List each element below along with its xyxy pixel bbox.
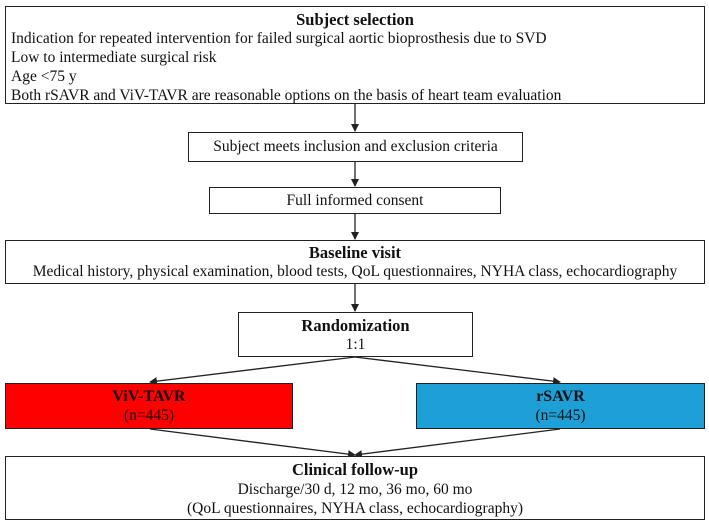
randomization-box: Randomization 1:1 — [238, 312, 473, 357]
clinical-followup-box: Clinical follow-up Discharge/30 d, 12 mo… — [5, 456, 705, 520]
baseline-visit-box: Baseline visit Medical history, physical… — [5, 240, 705, 284]
randomization-title: Randomization — [301, 316, 410, 335]
baseline-visit-details: Medical history, physical examination, b… — [32, 263, 678, 280]
followup-timepoints: Discharge/30 d, 12 mo, 36 mo, 60 mo — [237, 480, 473, 498]
subject-selection-title: Subject selection — [296, 10, 414, 29]
criterion-heart-team: Both rSAVR and ViV-TAVR are reasonable o… — [11, 87, 562, 104]
arrow-viv-to-followup — [149, 428, 356, 459]
rsavr-title: rSAVR — [536, 388, 585, 405]
subject-selection-box: Subject selection Indication for repeate… — [5, 6, 705, 104]
criterion-risk: Low to intermediate surgical risk — [11, 49, 217, 66]
rsavr-arm-box: rSAVR (n=445) — [416, 383, 705, 429]
arrow-randomization-to-viv — [149, 356, 356, 386]
randomization-ratio: 1:1 — [345, 336, 366, 353]
inclusion-exclusion-box: Subject meets inclusion and exclusion cr… — [188, 132, 523, 162]
rsavr-count: (n=445) — [535, 407, 586, 424]
clinical-followup-title: Clinical follow-up — [291, 460, 419, 479]
informed-consent-label: Full informed consent — [286, 192, 424, 209]
viv-tavr-count: (n=445) — [123, 407, 175, 424]
inclusion-exclusion-label: Subject meets inclusion and exclusion cr… — [213, 138, 498, 155]
baseline-visit-title: Baseline visit — [308, 243, 402, 262]
arrow-randomization-to-rsavr — [354, 356, 561, 386]
viv-tavr-title: ViV-TAVR — [112, 388, 186, 405]
viv-tavr-arm-box: ViV-TAVR (n=445) — [5, 383, 293, 429]
criterion-svd: Indication for repeated intervention for… — [11, 30, 547, 47]
followup-assessments: (QoL questionnaires, NYHA class, echocar… — [186, 500, 524, 517]
criterion-age: Age <75 y — [11, 68, 77, 85]
informed-consent-box: Full informed consent — [209, 187, 501, 214]
arrow-rsavr-to-followup — [354, 428, 561, 459]
